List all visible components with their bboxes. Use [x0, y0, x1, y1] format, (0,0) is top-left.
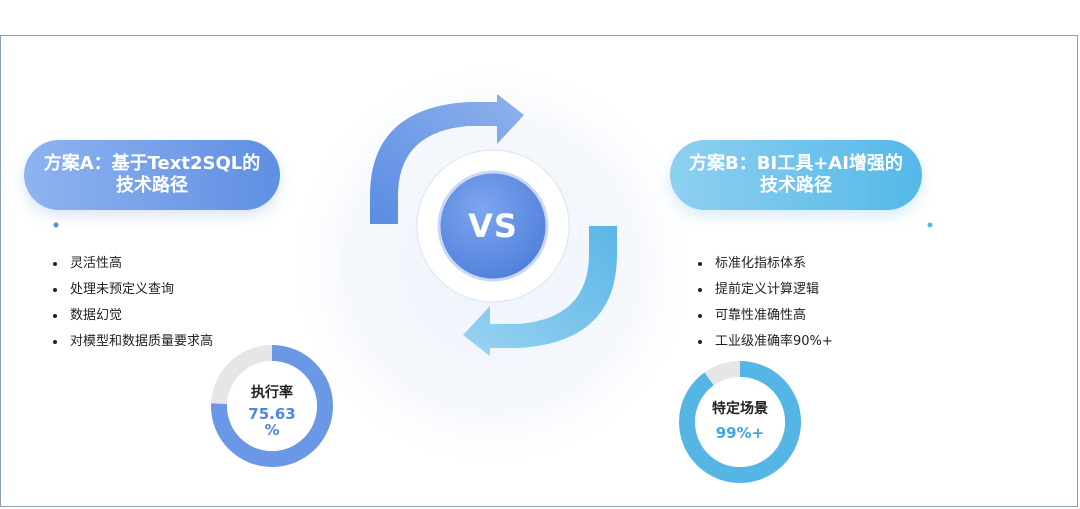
- plan-b-title: 方案B：BI工具+AI增强的 技术路径: [670, 140, 922, 210]
- cycle-arrow-lower: [463, 226, 617, 356]
- list-item: 对模型和数据质量要求高: [52, 329, 213, 355]
- list-item: 标准化指标体系: [697, 251, 833, 277]
- gauge-b-arc: [679, 361, 801, 483]
- list-item: 工业级准确率90%+: [697, 329, 833, 355]
- gauge-b-label: 特定场景 99%+: [696, 400, 784, 442]
- plan-b-title-line2: 技术路径: [760, 175, 832, 196]
- divider-dot-left: [53, 222, 59, 228]
- gauge-b: [679, 361, 801, 483]
- plan-a-title-line1: 方案A：基于Text2SQL的: [43, 153, 261, 174]
- gauge-b-center: [695, 377, 785, 467]
- gauge-a-value: 75.63: [248, 405, 296, 423]
- plan-a-feature-list: 灵活性高 处理未预定义查询 数据幻觉 对模型和数据质量要求高: [52, 251, 213, 355]
- plan-b-title-line1: 方案B：BI工具+AI增强的: [689, 153, 903, 174]
- gauge-b-title: 特定场景: [712, 401, 768, 417]
- list-item: 数据幻觉: [52, 303, 213, 329]
- vs-badge: [437, 170, 549, 282]
- plan-a-title-line2: 技术路径: [116, 175, 188, 196]
- gauge-a-value-unit: %: [264, 421, 280, 439]
- gauge-a-arc: [211, 345, 333, 467]
- vs-label: VS: [468, 207, 518, 245]
- list-item: 可靠性准确性高: [697, 303, 833, 329]
- plan-b-feature-list: 标准化指标体系 提前定义计算逻辑 可靠性准确性高 工业级准确率90%+: [697, 251, 833, 355]
- gauge-a-center: [227, 361, 317, 451]
- list-item: 提前定义计算逻辑: [697, 277, 833, 303]
- plan-a-title: 方案A：基于Text2SQL的 技术路径: [24, 140, 280, 210]
- list-item: 处理未预定义查询: [52, 277, 213, 303]
- gauge-a-label: 执行率 75.63 %: [232, 384, 312, 438]
- gauge-b-value: 99%+: [715, 424, 765, 442]
- gauge-a: [211, 345, 333, 467]
- divider-dot-right: [927, 222, 933, 228]
- gauge-a-title: 执行率: [251, 385, 293, 401]
- cycle-arrow-upper: [370, 94, 524, 224]
- list-item: 灵活性高: [52, 251, 213, 277]
